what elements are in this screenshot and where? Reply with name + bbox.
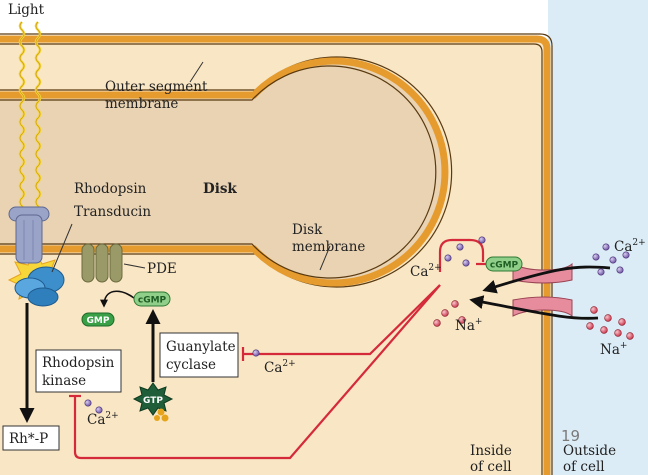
gtp-text: GTP [143,396,163,406]
rhodopsin-kinase-box [35,349,122,393]
pde-leader [123,263,146,269]
sodium-influx-arrow [469,295,599,320]
transducin-leader [51,223,73,273]
disk-membrane-label: Disk membrane [292,222,365,255]
sodium-ions [433,300,634,340]
cgmp-to-gmp-arrow [100,290,135,308]
calcium-label-outside: Ca2+ [614,238,646,255]
sodium-label-inside: Na+ [455,317,482,334]
rhodopsin-kinase-label: Rhodopsin kinase [42,355,119,389]
transducin-label: Transducin [74,204,151,220]
outer-membrane-leader [189,61,204,83]
sodium-label-outside: Na+ [600,341,627,358]
cgmp-channel-tag-text: cGMP [490,261,519,271]
outer-segment-membrane-label: Outer segment membrane [105,79,212,112]
calcium-label-cyclase: Ca2+ [264,359,296,376]
rh-p-label: Rh*-P [9,431,48,447]
guanylate-cyclase-box [159,332,239,378]
disk-label: Disk [203,181,237,197]
rh-p-box [2,425,60,451]
inside-of-cell-label: Inside of cell [470,443,516,475]
gmp-molecule [81,312,115,327]
light-label: Light [8,2,45,18]
calcium-ions [84,236,630,414]
disk [0,56,453,288]
calcium-inhibition-pathway [73,238,485,460]
gmp-tag-text: GMP [87,316,110,326]
rhodopsin-receptor [8,206,50,264]
calcium-influx-arrow [482,265,611,294]
rhodopsin-label: Rhodopsin [74,181,147,197]
calcium-label-kinase: Ca2+ [87,411,119,428]
outside-of-cell-label: Outside of cell [563,443,620,475]
page-number: 19 [561,427,580,445]
cgmp-channel-tag [485,256,523,272]
cgmp-molecule [133,291,171,307]
gtp-molecule [132,382,174,422]
guanylate-cyclase-label: Guanylate cyclase [166,339,240,373]
cgmp-left-tag-text: cGMP [138,296,167,306]
pde-enzyme [81,243,123,283]
transducin [14,266,65,307]
disk-membrane-leader [319,245,331,271]
light-waves-outline [19,21,41,223]
pde-label: PDE [147,261,177,277]
outside-region [548,0,648,475]
calcium-label-inside: Ca2+ [410,263,442,280]
